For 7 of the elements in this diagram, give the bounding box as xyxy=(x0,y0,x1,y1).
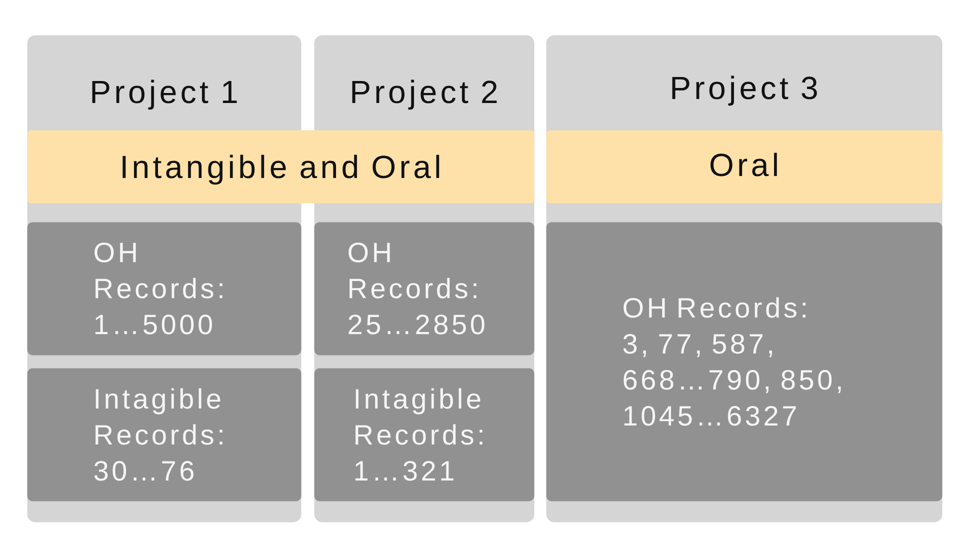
record-box: Intagible Records: 1…321 xyxy=(314,368,534,502)
record-box: OH Records: 3, 77, 587, 668…790, 850, 1045…6327 xyxy=(546,222,942,502)
record-box: Intagible Records: 30…76 xyxy=(27,368,302,502)
banner: Oral xyxy=(546,130,942,204)
record-box: OH Records: 25…2850 xyxy=(314,222,534,356)
banner: Intangible and Oral xyxy=(27,130,534,204)
record-box: OH Records: 1…5000 xyxy=(27,222,302,356)
